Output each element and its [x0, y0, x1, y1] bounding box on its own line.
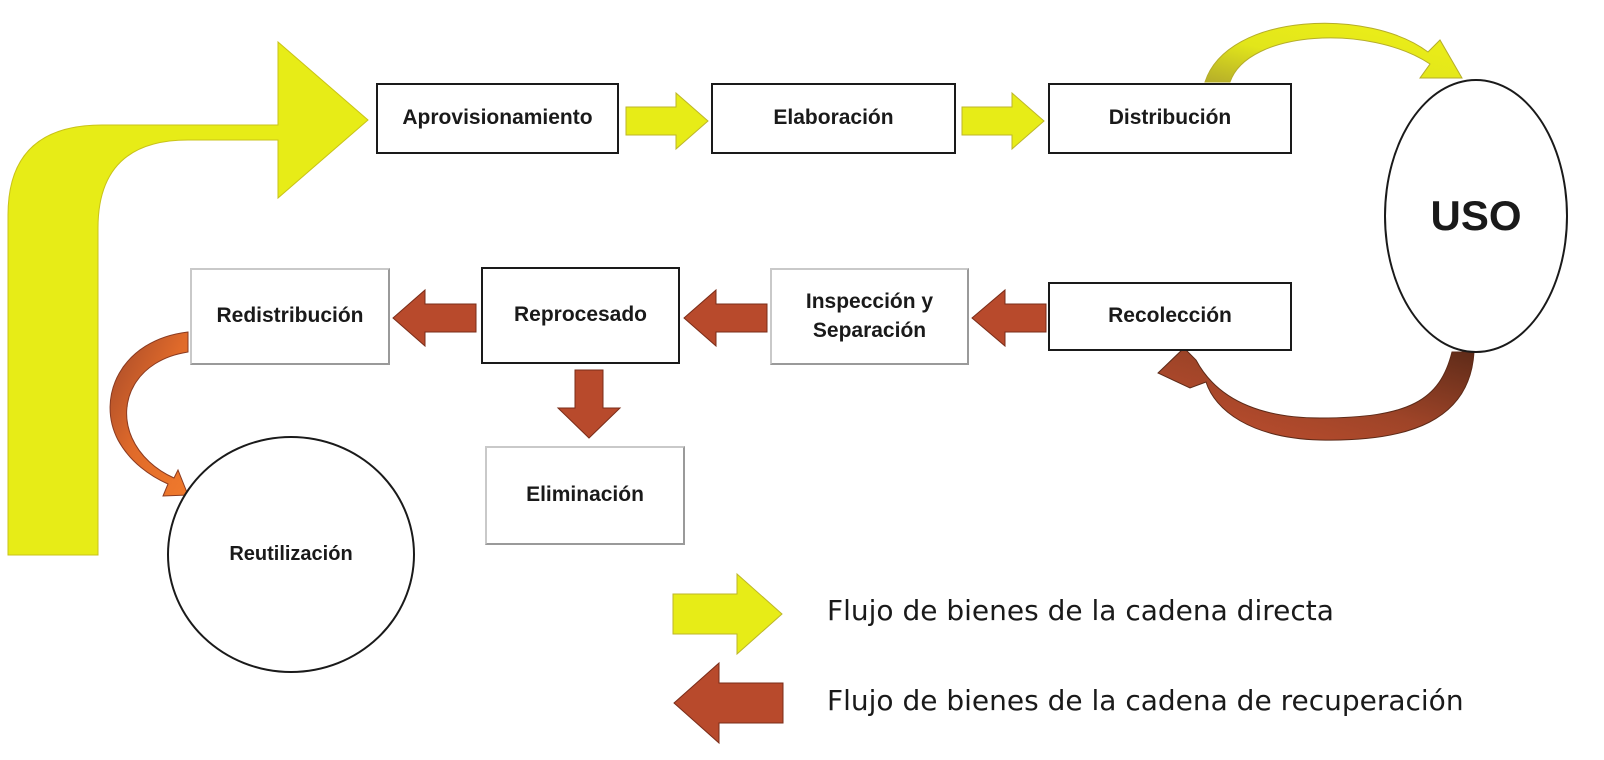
redistribution-box: Redistribución — [190, 268, 390, 365]
reprocessing-label: Reprocesado — [513, 303, 648, 327]
inspection-label-line2: Separación — [812, 318, 927, 342]
distribution-label: Distribución — [1108, 106, 1232, 130]
supply-box: Aprovisionamiento — [376, 83, 619, 154]
reuse-node: Reutilización — [167, 436, 415, 673]
collection-label: Recolección — [1108, 304, 1232, 328]
legend-forward-arrow — [672, 572, 783, 656]
recovery-arrow-1 — [971, 288, 1047, 348]
to-use-curved-arrow — [1204, 22, 1463, 83]
collection-box: Recolección — [1048, 282, 1292, 351]
use-label: USO — [1430, 192, 1522, 239]
use-node: USO — [1384, 79, 1568, 353]
disposal-label: Eliminación — [526, 483, 644, 507]
redistribution-label: Redistribución — [216, 304, 364, 328]
disposal-down-arrow — [556, 369, 622, 439]
disposal-box: Eliminación — [485, 446, 685, 545]
input-flow-arrow — [7, 40, 369, 556]
legend-recovery-arrow — [673, 661, 784, 745]
manufacturing-box: Elaboración — [711, 83, 956, 154]
manufacturing-label: Elaboración — [773, 106, 894, 130]
recovery-arrow-2 — [683, 288, 768, 348]
legend-forward-label: Flujo de bienes de la cadena directa — [827, 594, 1334, 627]
distribution-box: Distribución — [1048, 83, 1292, 154]
forward-arrow-2 — [961, 91, 1045, 151]
forward-arrow-1 — [625, 91, 709, 151]
recovery-arrow-3 — [392, 288, 477, 348]
reuse-curved-arrow — [109, 331, 189, 497]
inspection-label: Inspección y Separación — [806, 288, 933, 345]
reprocessing-box: Reprocesado — [481, 267, 680, 364]
from-use-curved-arrow — [1157, 347, 1475, 441]
reuse-label: Reutilización — [229, 543, 353, 565]
supply-label: Aprovisionamiento — [402, 106, 593, 130]
inspection-label-line1: Inspección y — [805, 290, 934, 314]
inspection-box: Inspección y Separación — [770, 268, 969, 365]
legend-recovery-label: Flujo de bienes de la cadena de recupera… — [827, 684, 1464, 717]
